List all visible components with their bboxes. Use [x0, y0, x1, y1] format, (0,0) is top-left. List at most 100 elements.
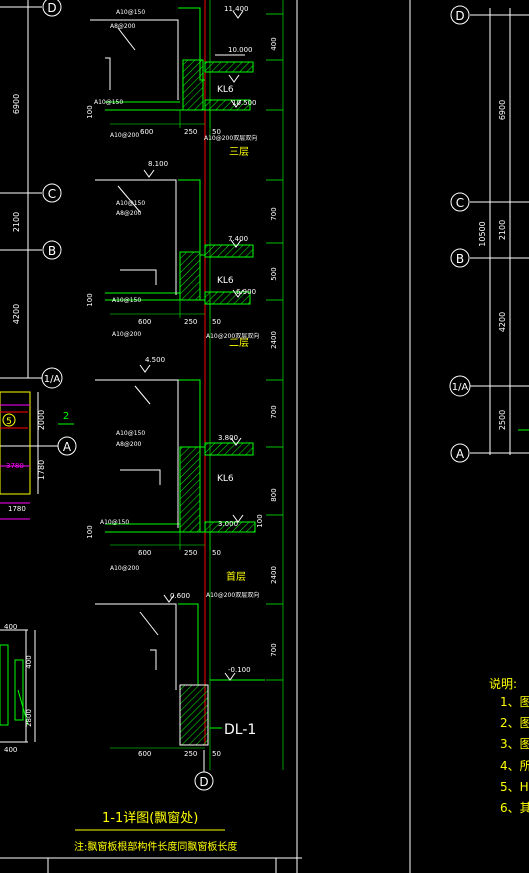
section-bottom-axis-D: D	[199, 775, 208, 789]
hdim-600-1: 600	[140, 128, 153, 136]
rebar-dist-3: A10@200双层双向	[206, 591, 259, 599]
horizontal-dims: 600 250 50 600 250 50 600 250 50 600 250…	[86, 105, 221, 758]
left-dim-400b: 400	[25, 655, 33, 668]
hdim-50-4: 50	[212, 750, 221, 758]
rebar-top-2: A10@150	[94, 99, 123, 106]
right-dimensions: 6900 2100 4200 2500 10500	[478, 100, 507, 430]
rebar-top-5: A10@150	[116, 430, 145, 437]
left-dimensions: 6900 2100 4200	[12, 94, 21, 324]
rebar-a10-3: A10@200	[110, 565, 139, 572]
vdim-500-a: 500	[270, 267, 278, 280]
left-dim-6900: 6900	[12, 94, 21, 114]
rebar-a8-1: A8@200	[110, 23, 136, 30]
vdim-800-a: 800	[270, 488, 278, 501]
left-dim-400a: 400	[4, 623, 17, 631]
left-grid-panel	[0, 0, 58, 447]
left-dim-2800: 2800	[25, 709, 33, 727]
vdim-100-a: 100	[256, 514, 264, 527]
vdim-100-left-2: 100	[86, 293, 94, 306]
rebar-a8-3: A8@200	[116, 441, 142, 448]
desc-item-6: 6、其	[500, 801, 529, 815]
elev-4500: 4.500	[145, 356, 165, 364]
elev-7400: 7.400	[228, 235, 248, 243]
elev-8100: 8.100	[148, 160, 168, 168]
vdim-2400-b: 2400	[270, 566, 278, 584]
right-axis-C: C	[456, 196, 464, 210]
hdim-600-2: 600	[138, 318, 151, 326]
hdim-250-3: 250	[184, 549, 197, 557]
elev-10000: 10.000	[228, 46, 253, 54]
left-dim-1780-bottom: 1780	[8, 505, 26, 513]
right-dim-6900: 6900	[498, 100, 507, 120]
rebar-top-1: A10@150	[116, 9, 145, 16]
ground-beam-label: DL-1	[224, 722, 256, 738]
floor-label-3: 三层	[229, 146, 249, 158]
left-dim-2000: 2000	[37, 410, 46, 430]
desc-item-3: 3、图	[500, 737, 529, 751]
hdim-600-4: 600	[138, 750, 151, 758]
hdim-600-3: 600	[138, 549, 151, 557]
section-unit-floor2	[95, 169, 254, 318]
vdim-100-left-3: 100	[86, 525, 94, 538]
beam-label-kl6-3: KL6	[217, 474, 234, 484]
left-dim-4200: 4200	[12, 304, 21, 324]
left-dim-2100: 2100	[12, 212, 21, 232]
right-dim-2100: 2100	[498, 220, 507, 240]
left-axis-C: C	[48, 187, 56, 201]
hdim-250-4: 250	[184, 750, 197, 758]
section-unit-floor3	[90, 7, 254, 128]
section-title: 1-1详图(飘窗处)	[102, 810, 198, 826]
elev-0600: 0.600	[170, 592, 190, 600]
right-axis-A: A	[456, 447, 465, 461]
left-dim-1780: 1780	[37, 460, 46, 480]
left-dim-3780: 3780	[6, 462, 24, 470]
rebar-a10-1: A10@200	[110, 132, 139, 139]
hdim-50-3: 50	[212, 549, 221, 557]
desc-item-4: 4、所	[500, 759, 529, 773]
elev-11400: 11.400	[224, 5, 249, 13]
section-title-block: 1-1详图(飘窗处) 注:飘窗板根部构件长度同飘窗板长度	[74, 810, 237, 853]
rebar-top-4: A10@150	[112, 297, 141, 304]
desc-item-1: 1、图中	[500, 694, 529, 709]
rebar-notes: A10@150 A8@200 A10@150 A10@200 A10@200双层…	[94, 9, 259, 599]
left-axis-1A: 1/A	[44, 374, 61, 385]
rebar-a8-2: A8@200	[116, 210, 142, 217]
left-axis-bubbles: D C B 1/A A	[41, 0, 77, 456]
right-dim-2500: 2500	[498, 410, 507, 430]
right-dim-4200: 4200	[498, 312, 507, 332]
hdim-50-2: 50	[212, 318, 221, 326]
vdim-700-b: 700	[270, 405, 278, 418]
section-frame-lines	[0, 0, 411, 873]
right-axis-1A: 1/A	[452, 382, 469, 393]
elev-3000: 3.000	[218, 520, 238, 528]
vdim-400-a: 400	[270, 37, 278, 50]
right-axis-B: B	[456, 252, 464, 266]
rebar-top-3: A10@150	[116, 200, 145, 207]
vdim-700-a: 700	[270, 207, 278, 220]
vdim-700-c: 700	[270, 643, 278, 656]
left-mark-2: 2	[63, 411, 69, 422]
beam-labels: KL6 KL6 KL6 DL-1	[217, 85, 256, 738]
section-unit-floor1	[95, 364, 256, 550]
beam-label-kl6-2: KL6	[217, 276, 234, 286]
floor-label-1: 首层	[226, 570, 246, 583]
rebar-dist-1: A10@200双层双向	[204, 134, 257, 142]
desc-title: 说明:	[489, 676, 517, 691]
desc-item-2: 2、图	[500, 716, 529, 730]
elev-minus0100: -0.100	[228, 666, 251, 674]
elevation-labels: 11.400 10.000 10.500 8.100 7.400 6.900 4…	[145, 5, 257, 674]
elev-10500: 10.500	[232, 99, 257, 107]
section-vertical-dim-texts: 400 700 500 2400 700 800 2400 700 100	[256, 37, 278, 656]
left-axis-D: D	[47, 1, 56, 15]
left-lower-dims: 400 400 2800 400	[4, 623, 33, 754]
left-lower-fragment	[0, 629, 36, 743]
elev-6900: 6.900	[236, 288, 256, 296]
right-axis-D: D	[455, 9, 464, 23]
hdim-250-2: 250	[184, 318, 197, 326]
floor-labels: 三层 二层 首层	[226, 146, 249, 583]
rebar-a10-2: A10@200	[112, 331, 141, 338]
rebar-top-6: A10@150	[100, 519, 129, 526]
left-axis-B: B	[48, 244, 56, 258]
left-circle-5: 5	[6, 417, 12, 427]
